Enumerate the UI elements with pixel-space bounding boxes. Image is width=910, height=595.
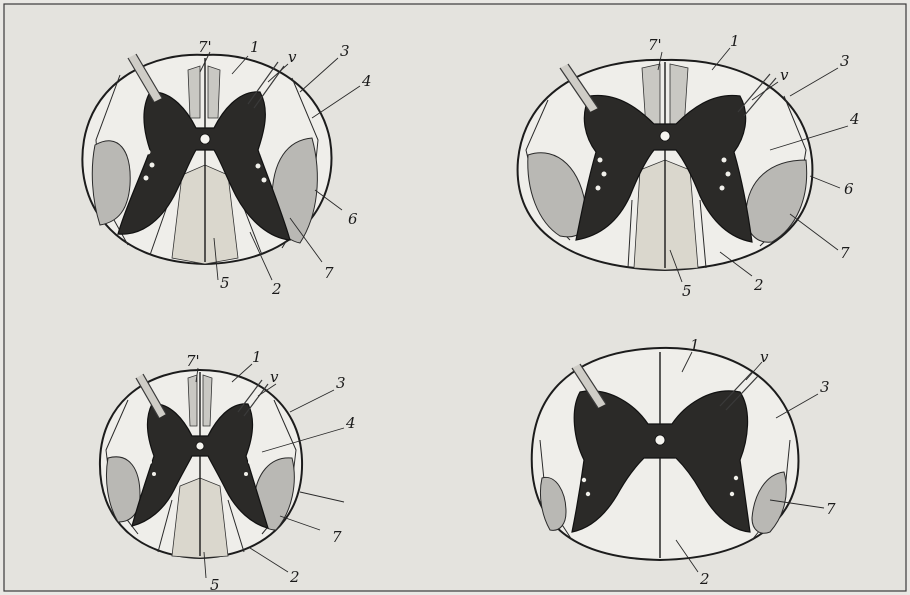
label-v: v	[288, 48, 297, 66]
label-4: 4	[849, 110, 860, 128]
label-2: 2	[699, 570, 710, 588]
label-7: 7	[826, 500, 836, 518]
direct-pyramidal-tract-right	[203, 375, 212, 426]
label-3: 3	[336, 374, 346, 392]
label-1: 1	[250, 38, 260, 56]
label-7-prime: 7'	[186, 352, 200, 370]
central-canal	[200, 134, 210, 144]
label-6: 6	[348, 210, 358, 228]
label-v: v	[760, 348, 769, 366]
label-5: 5	[682, 282, 692, 300]
label-5: 5	[220, 274, 230, 292]
label-7: 7	[324, 264, 334, 282]
label-7-prime: 7'	[198, 38, 212, 56]
direct-pyramidal-tract-right	[208, 66, 220, 118]
label-5: 5	[210, 576, 220, 594]
posterior-column-tract	[634, 160, 698, 270]
label-7-prime: 7'	[648, 36, 662, 54]
central-canal	[196, 442, 204, 450]
label-7: 7	[840, 244, 850, 262]
label-1: 1	[690, 336, 700, 354]
label-v: v	[780, 66, 789, 84]
label-1: 1	[730, 32, 740, 50]
direct-pyramidal-tract-left	[188, 375, 197, 426]
central-canal	[655, 435, 665, 445]
central-canal	[660, 131, 670, 141]
label-3: 3	[820, 378, 830, 396]
label-3: 3	[840, 52, 850, 70]
label-2: 2	[271, 280, 282, 298]
label-2: 2	[289, 568, 300, 586]
label-4: 4	[361, 72, 372, 90]
direct-pyramidal-tract-left	[188, 66, 200, 118]
label-2: 2	[753, 276, 764, 294]
label-3: 3	[340, 42, 350, 60]
label-6: 6	[844, 180, 854, 198]
label-1: 1	[252, 348, 262, 366]
label-7: 7	[332, 528, 342, 546]
label-4: 4	[345, 414, 356, 432]
label-v: v	[270, 368, 279, 386]
